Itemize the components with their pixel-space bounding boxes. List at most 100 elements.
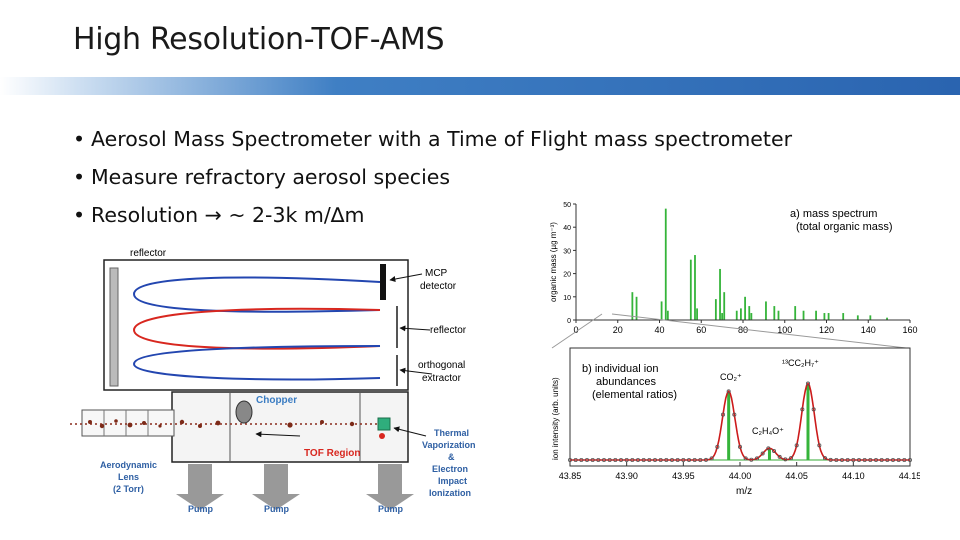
lens-label-line3: (2 Torr) [113, 484, 144, 494]
chart-b-ylabel: ion intensity (arb. units) [551, 377, 560, 460]
chart-a-bar [631, 292, 634, 320]
tof-pointer-arrow [255, 431, 301, 438]
chart-b-data-point [737, 444, 742, 449]
chart-a-bar [719, 268, 721, 320]
chart-a-x-tick-label: 60 [696, 325, 706, 335]
bullet-text: Resolution → ~ 2-3k m/∆m [91, 203, 365, 227]
chart-a-bar [869, 315, 872, 320]
chart-b-subtitle-2: (elemental ratios) [592, 389, 677, 401]
chart-b-data-point [567, 458, 572, 463]
chart-b-x-tick-label: 43.85 [559, 471, 582, 481]
chart-b-data-point [771, 448, 776, 453]
chart-a-bar [886, 317, 888, 320]
chart-b-data-point [896, 458, 901, 463]
orthogonal-label: orthogonal [418, 360, 465, 371]
chart-a-bar [794, 306, 797, 320]
chart-b-data-point [732, 412, 737, 417]
reflector-chamber [103, 259, 409, 391]
chart-a-bar [744, 296, 746, 320]
chart-b-data-point [907, 458, 912, 463]
chart-b-data-point [845, 458, 850, 463]
chart-a-y-tick-label: 30 [563, 248, 571, 255]
bullet-text: Aerosol Mass Spectrometer with a Time of… [91, 127, 792, 151]
thermal-pointer-arrow [393, 426, 427, 437]
chart-b-x-tick-label: 44.00 [729, 471, 752, 481]
chart-b-data-point [596, 458, 601, 463]
lens-label-line2: Lens [118, 472, 139, 482]
chart-b-title: b) individual ion [582, 363, 658, 375]
chart-b-data-point [664, 458, 669, 463]
chart-b-data-point [675, 458, 680, 463]
chart-b-data-point [692, 457, 697, 462]
chart-a-x-tick-label: 80 [738, 325, 748, 335]
ion-path-blue-lower [132, 345, 381, 381]
vaporization-label: Vaporization [422, 440, 476, 450]
chart-b-data-point [590, 458, 595, 463]
chart-b-data-point [726, 389, 731, 394]
chart-b-data-point [822, 456, 827, 461]
chart-a-y-tick-label: 10 [563, 295, 571, 302]
chart-b-data-point [715, 444, 720, 449]
chart-a-bar [750, 313, 753, 320]
ionization-label: Ionization [429, 488, 471, 498]
chart-b-x-tick-label: 43.90 [615, 471, 638, 481]
chart-b-data-point [862, 458, 867, 463]
chart-a-bar [735, 310, 738, 320]
reflector-right-label: reflector [430, 325, 467, 336]
tof-region-label: TOF Region [304, 448, 360, 459]
pump-label-2: Pump [264, 504, 290, 514]
chart-a-bar [777, 310, 780, 320]
chart-a-subtitle: (total organic mass) [796, 221, 893, 233]
title-accent-bar [0, 77, 960, 95]
chart-b-data-point [630, 458, 635, 463]
chart-a-y-tick-label: 40 [563, 225, 571, 232]
chart-b-data-point [698, 457, 703, 462]
chart-b-x-tick-label: 44.05 [785, 471, 808, 481]
chart-b-data-point [902, 458, 907, 463]
chart-b-data-point [828, 457, 833, 462]
pump-arrow-3 [366, 464, 414, 510]
chart-b-data-point [879, 458, 884, 463]
chart-b-data-point [805, 381, 810, 386]
chart-b-data-point [811, 407, 816, 412]
bullet-item: •Aerosol Mass Spectrometer with a Time o… [73, 124, 792, 162]
chart-b-data-point [749, 457, 754, 462]
chart-a-bar [748, 306, 751, 320]
chart-b-data-point [641, 458, 646, 463]
bullet-item: •Measure refractory aerosol species [73, 162, 792, 200]
chart-b-x-tick-label: 43.95 [672, 471, 695, 481]
chart-a-title: a) mass spectrum [790, 208, 877, 220]
chart-a-x-tick-label: 160 [902, 325, 917, 335]
chart-a-bar [856, 315, 859, 320]
chart-b-data-point [777, 454, 782, 459]
bullet-item: •Resolution → ~ 2-3k m/∆m [73, 200, 792, 238]
chart-b-data-point [817, 443, 822, 448]
thermal-label: Thermal [434, 428, 469, 438]
chart-b-data-point [720, 412, 725, 417]
chart-b-annotation-co2: CO₂⁺ [720, 372, 742, 382]
chart-b-data-point [647, 458, 652, 463]
chart-a-bar [689, 259, 692, 320]
chart-b-data-point [794, 443, 799, 448]
reflector-label: reflector [130, 248, 167, 259]
pump-arrow-2 [252, 464, 300, 510]
chart-a-x-tick-label: 140 [861, 325, 876, 335]
chart-a-y-tick-label: 0 [567, 318, 571, 325]
chopper-wheel [235, 400, 253, 424]
chart-b-data-point [636, 458, 641, 463]
chart-b-data-point [743, 456, 748, 461]
chart-a-x-tick-label: 0 [573, 325, 578, 335]
lens-label-line1: Aerodynamic [100, 460, 157, 470]
bullet-list: • Aerosol Mass Spectrometer with a Time o… [73, 124, 792, 238]
electron-label: Electron [432, 464, 468, 474]
chart-b-annotation-c2h4o: C₂H₄O⁺ [752, 426, 784, 436]
pump-label-1: Pump [188, 504, 214, 514]
bullet-dot-icon: • [73, 203, 86, 227]
chart-a-bar [802, 310, 805, 320]
chart-b-data-point [788, 456, 793, 461]
chart-b-x-tick-label: 44.10 [842, 471, 865, 481]
chart-b-data-point [619, 458, 624, 463]
chart-a-bar [823, 313, 826, 320]
chart-b-data-point [658, 458, 663, 463]
